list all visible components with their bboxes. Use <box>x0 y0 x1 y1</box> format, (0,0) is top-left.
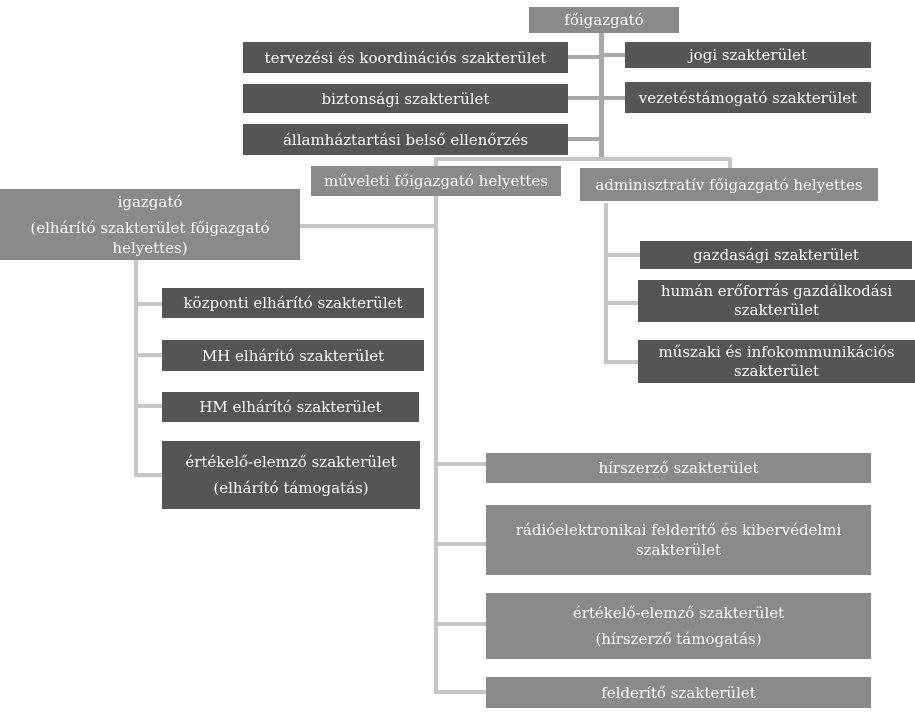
box-label-line3: helyettes) <box>112 238 188 257</box>
box-label: HM elhárító szakterület <box>199 398 382 416</box>
connector-staff-right-2 <box>603 96 625 100</box>
box-label: főigazgató <box>564 11 644 29</box>
connector-top-vertical <box>599 33 604 161</box>
box-legal: jogi szakterület <box>625 42 871 68</box>
box-admin-deputy: adminisztratív főigazgató helyettes <box>580 168 878 201</box>
box-label-line1: műszaki és infokommunikációs <box>658 342 895 361</box>
connector-admin-tech <box>606 360 638 364</box>
box-label: vezetéstámogató szakterület <box>638 88 858 107</box>
connector-ci-hm <box>136 404 162 408</box>
box-ops-deputy: műveleti főigazgató helyettes <box>311 166 561 196</box>
box-director-counterintel: igazgató (elhárító szakterület főigazgat… <box>0 189 300 260</box>
box-label: gazdasági szakterület <box>693 246 859 264</box>
box-label-line2: szakterület <box>635 541 722 559</box>
connector-staff-left-1 <box>568 55 601 59</box>
box-internal-audit: államháztartási belső ellenőrzés <box>243 124 568 155</box>
connector-director-spine <box>134 260 138 477</box>
box-label-line2: szakterület <box>733 361 820 380</box>
connector-director <box>300 224 436 228</box>
connector-ops-spine <box>434 196 438 694</box>
box-label-line1: humán erőforrás gazdálkodási <box>660 282 893 300</box>
box-label: központi elhárító szakterület <box>183 294 403 312</box>
box-hm-counterintel: HM elhárító szakterület <box>162 392 419 422</box>
box-label: adminisztratív főigazgató helyettes <box>595 175 863 194</box>
connector-admin-hr <box>606 301 638 305</box>
connector-staff-left-3 <box>568 137 601 141</box>
box-sigint-cyber: rádióelektronikai felderítő és kibervéde… <box>486 505 871 575</box>
box-human-resources: humán erőforrás gazdálkodási szakterület <box>638 280 915 322</box>
connector-admin-spine <box>604 203 608 364</box>
connector-ci-mh <box>136 353 162 357</box>
connector-ci-eval <box>136 473 162 477</box>
connector-ops-recon <box>436 690 486 694</box>
box-eval-counterintel-support: értékelő-elemző szakterület (elhárító tá… <box>162 441 420 509</box>
box-label-line2: (hírszerző támogatás) <box>595 630 762 648</box>
box-security: biztonsági szakterület <box>243 84 568 113</box>
box-intelligence: hírszerző szakterület <box>486 453 871 483</box>
box-label: jogi szakterület <box>689 46 807 64</box>
connector-ops-sigint <box>436 542 486 546</box>
connector-deputies-horizontal <box>434 157 732 161</box>
box-planning-coordination: tervezési és koordinációs szakterület <box>243 42 568 73</box>
connector-ops-drop <box>434 157 438 166</box>
connector-ops-eval <box>436 622 486 626</box>
box-label: hírszerző szakterület <box>598 459 759 477</box>
box-label: MH elhárító szakterület <box>201 346 385 365</box>
box-mh-counterintel: MH elhárító szakterület <box>162 340 424 371</box>
box-label-line2: (elhárító szakterület főigazgató <box>30 218 270 237</box>
connector-ops-intel <box>436 462 486 466</box>
box-technical-ict: műszaki és infokommunikációs szakterület <box>638 340 915 383</box>
box-label-line2: szakterület <box>733 301 820 319</box>
box-label: felderítő szakterület <box>601 683 756 702</box>
box-label: műveleti főigazgató helyettes <box>323 172 549 190</box>
box-eval-intel-support: értékelő-elemző szakterület (hírszerző t… <box>486 593 871 659</box>
box-reconnaissance: felderítő szakterület <box>486 677 871 708</box>
box-label: biztonsági szakterület <box>321 89 490 108</box>
box-label: tervezési és koordinációs szakterület <box>264 48 547 67</box>
box-label-line1: igazgató <box>117 192 183 211</box>
connector-staff-right-1 <box>603 53 625 57</box>
box-central-counterintel: központi elhárító szakterület <box>162 288 424 318</box>
box-management-support: vezetéstámogató szakterület <box>625 82 871 113</box>
box-label-line1: értékelő-elemző szakterület <box>185 453 397 471</box>
box-economic: gazdasági szakterület <box>640 241 912 269</box>
connector-ci-central <box>136 302 162 306</box>
box-director-general: főigazgató <box>529 7 679 33</box>
box-label: államháztartási belső ellenőrzés <box>282 130 529 149</box>
box-label-line1: értékelő-elemző szakterület <box>572 604 785 622</box>
connector-staff-left-2 <box>568 96 601 100</box>
box-label-line1: rádióelektronikai felderítő és kibervéde… <box>515 521 842 539</box>
connector-admin-economic <box>606 253 640 257</box>
box-label-line2: (elhárító támogatás) <box>213 479 369 497</box>
connector-admin-drop <box>728 157 732 175</box>
